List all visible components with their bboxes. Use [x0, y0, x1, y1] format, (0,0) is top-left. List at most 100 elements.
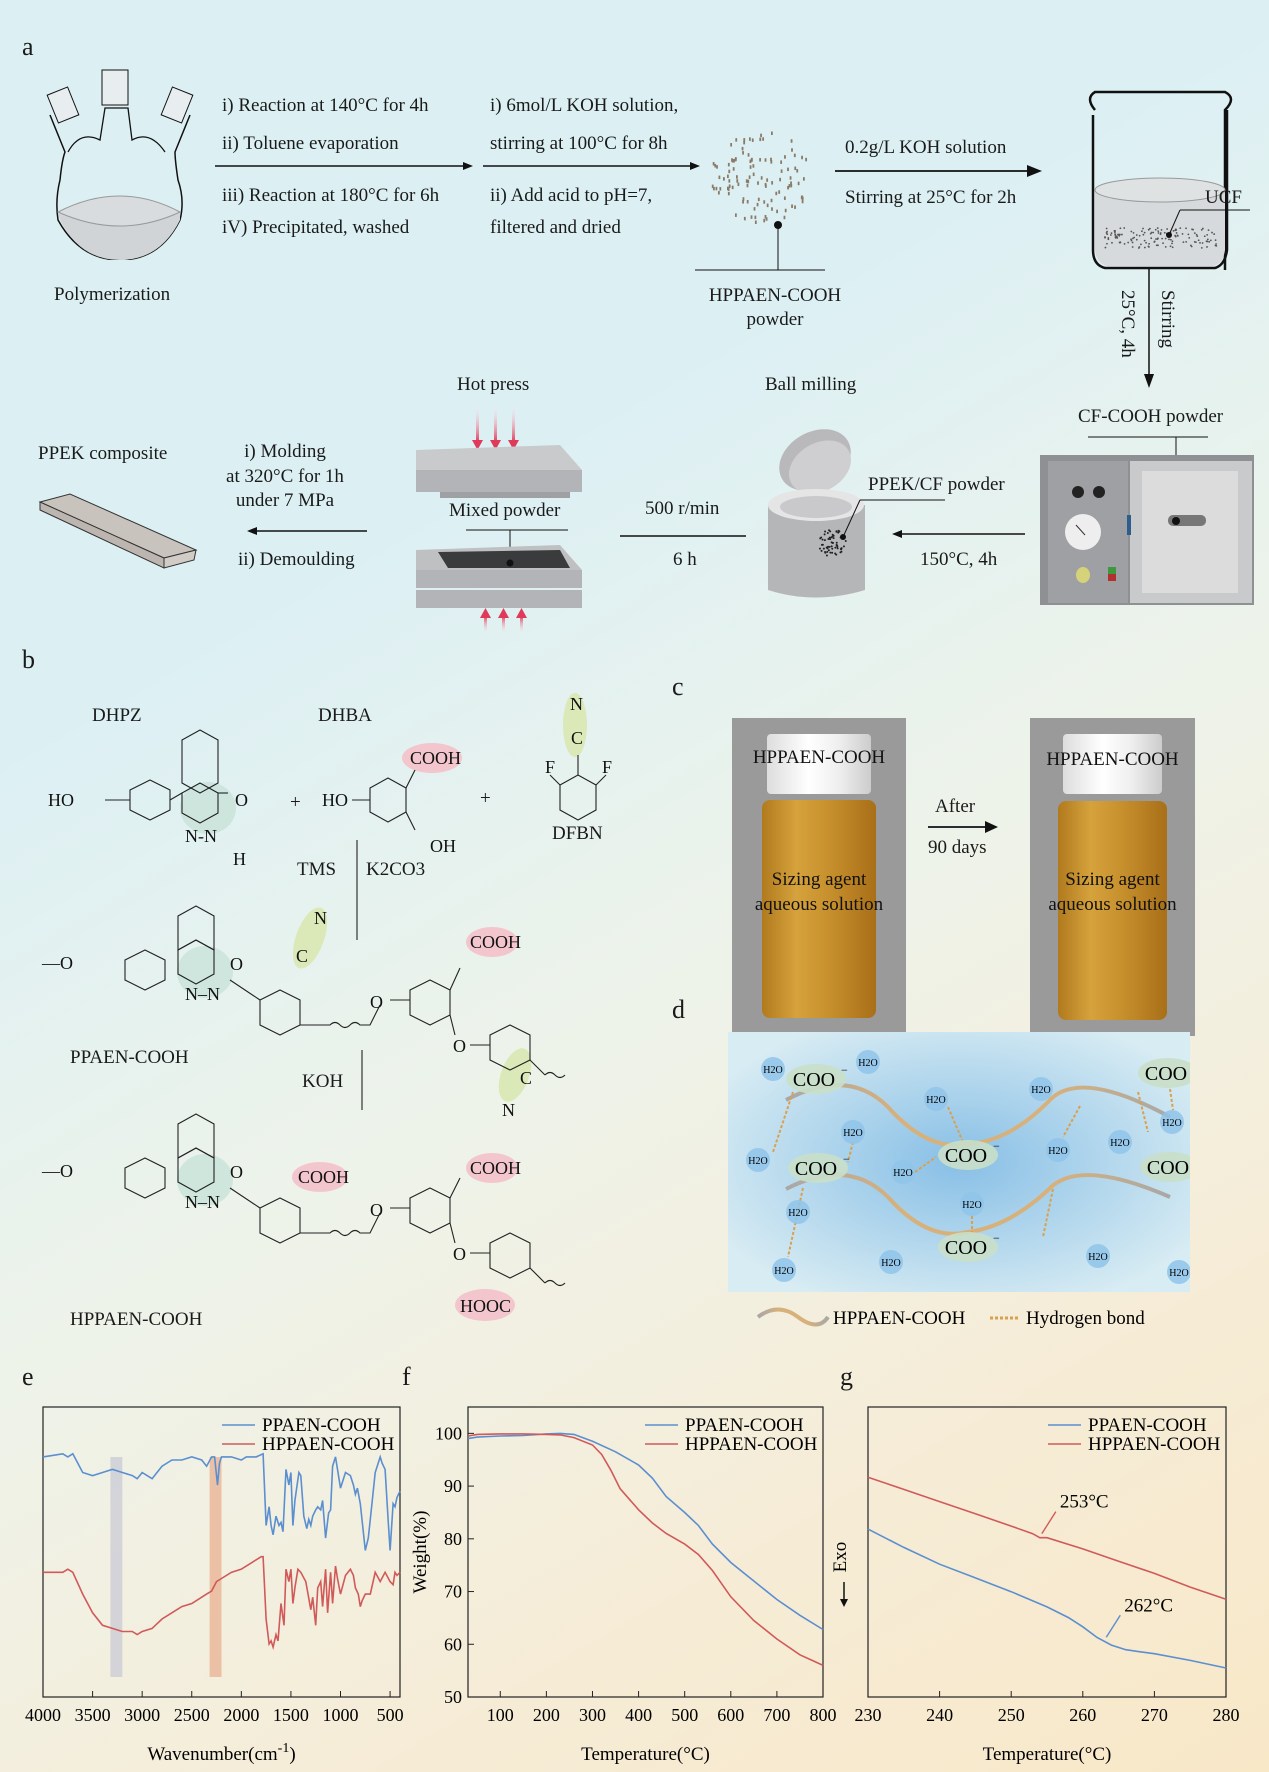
monomer-dhpz: DHPZ: [92, 705, 142, 726]
powder-particle: [719, 187, 722, 191]
arrow-right-icon: [928, 821, 998, 833]
product-ppaen: PPAEN-COOH: [70, 1047, 189, 1068]
powder-particle: [829, 530, 832, 533]
fiber-particle: [1182, 241, 1185, 244]
fiber-particle: [1207, 229, 1210, 231]
plus-sign-1: +: [290, 792, 301, 813]
ball-mill-callout: PPEK/CF powder: [868, 474, 1005, 495]
powder-particle: [824, 530, 827, 533]
hydrogen-bond-line: [772, 1091, 794, 1153]
water-label: H2O: [843, 1128, 862, 1139]
x-tick-label: 270: [1141, 1705, 1168, 1725]
beaker-callout: UCF: [1205, 187, 1242, 208]
powder-particle: [780, 169, 783, 173]
carboxylate-group: [786, 1064, 846, 1094]
atom-COOH-3: COOH: [470, 1158, 521, 1178]
powder-particle: [730, 143, 733, 147]
powder-particle: [763, 200, 766, 204]
x-axis-label: Temperature(°C): [983, 1744, 1112, 1765]
powder-particle: [784, 208, 787, 213]
step6-text-1: 500 r/min: [645, 498, 720, 519]
fiber-particle: [1206, 246, 1208, 248]
atom-C-3: C: [520, 1068, 532, 1088]
atom-HO: HO: [48, 790, 74, 810]
annotation-arrow: [1041, 1511, 1057, 1535]
hot-press-title: Hot press: [457, 374, 530, 395]
fiber-particle: [1133, 236, 1136, 239]
y-tick-label: 90: [444, 1476, 462, 1496]
monomer-dhba: DHBA: [318, 705, 372, 726]
step7-line-1: i) Molding: [244, 441, 326, 462]
fiber-particle: [1215, 243, 1217, 245]
water-label: H2O: [1088, 1252, 1107, 1263]
carboxylate-label: COO: [1145, 1063, 1187, 1085]
powder-particle: [826, 550, 829, 553]
fiber-particle: [1157, 230, 1160, 233]
fiber-particle: [1169, 238, 1172, 241]
fiber-particle: [1196, 235, 1199, 238]
powder-particle: [728, 179, 731, 183]
charge-label: −: [843, 1152, 850, 1166]
powder-particle: [838, 530, 841, 533]
legend-label: PPAEN-COOH: [685, 1415, 804, 1436]
x-axis-label-sup: -1: [278, 1741, 290, 1756]
powder-particle: [791, 204, 793, 208]
series-line-ppaen-cooh: [467, 1432, 824, 1631]
y-tick-label: 70: [444, 1582, 462, 1602]
atom-N-3: N: [502, 1100, 515, 1120]
fiber-particle: [1132, 237, 1134, 240]
powder-particle: [764, 158, 767, 162]
fiber-particle: [1143, 246, 1146, 249]
vial-cap: [766, 733, 872, 794]
vial-text-after-2: aqueous solution: [1048, 894, 1177, 915]
fiber-particle: [1145, 241, 1147, 244]
step1-text-4: iV) Precipitated, washed: [222, 217, 410, 238]
fiber-particle: [1138, 234, 1141, 237]
fiber-particle: [1127, 241, 1130, 244]
x-tick-label: 3000: [124, 1705, 160, 1725]
fiber-particle: [1193, 232, 1196, 235]
atom-O-2: O: [230, 954, 243, 974]
fiber-particle: [1104, 246, 1107, 249]
powder-particle: [836, 547, 839, 550]
water-label: H2O: [1031, 1085, 1050, 1096]
oven-caption: CF-COOH powder: [1078, 406, 1224, 427]
powder-particle: [829, 538, 832, 541]
x-tick-label: 1500: [273, 1705, 309, 1725]
powder-particle: [752, 164, 755, 168]
powder-particle: [823, 533, 826, 536]
highlight-band: [110, 1457, 123, 1677]
fiber-particle: [1149, 232, 1152, 235]
fiber-particle: [1104, 236, 1106, 238]
water-molecule: [772, 1258, 796, 1282]
step7-text-below: ii) Demoulding: [238, 549, 355, 570]
panel-label-f: f: [402, 1362, 411, 1391]
fiber-particle: [1114, 234, 1117, 236]
x-axis-label: Wavenumber(cm-1): [147, 1741, 295, 1765]
x-tick-label: 2000: [223, 1705, 259, 1725]
powder-particle: [751, 138, 754, 142]
fiber-particle: [1123, 227, 1126, 229]
vial-text-after-1: Sizing agent: [1065, 869, 1160, 890]
ball-mill-title: Ball milling: [765, 374, 857, 395]
powder-particle: [770, 198, 773, 203]
step1-text-1: i) Reaction at 140°C for 4h: [222, 95, 429, 116]
arrow-below-text: 90 days: [928, 837, 987, 858]
powder-particle: [770, 157, 772, 162]
atom-H: H: [233, 849, 246, 869]
powder-particle: [790, 139, 793, 143]
reagent-k2co3: K2CO3: [366, 859, 426, 880]
powder-icon: [695, 131, 825, 271]
fiber-particle: [1185, 240, 1188, 243]
fiber-particle: [1155, 238, 1157, 240]
water-molecule: [960, 1192, 984, 1216]
powder-particle: [770, 131, 773, 136]
powder-particle: [835, 530, 838, 533]
powder-particle: [764, 182, 767, 187]
powder-particle: [820, 549, 823, 552]
step4-right-text: Stirring: [1157, 290, 1178, 349]
vial-title-before: HPPAEN-COOH: [752, 747, 886, 768]
fiber-particle: [1161, 237, 1164, 240]
atom-HOOC: HOOC: [460, 1296, 511, 1316]
atom-HO-2: HO: [322, 790, 348, 810]
